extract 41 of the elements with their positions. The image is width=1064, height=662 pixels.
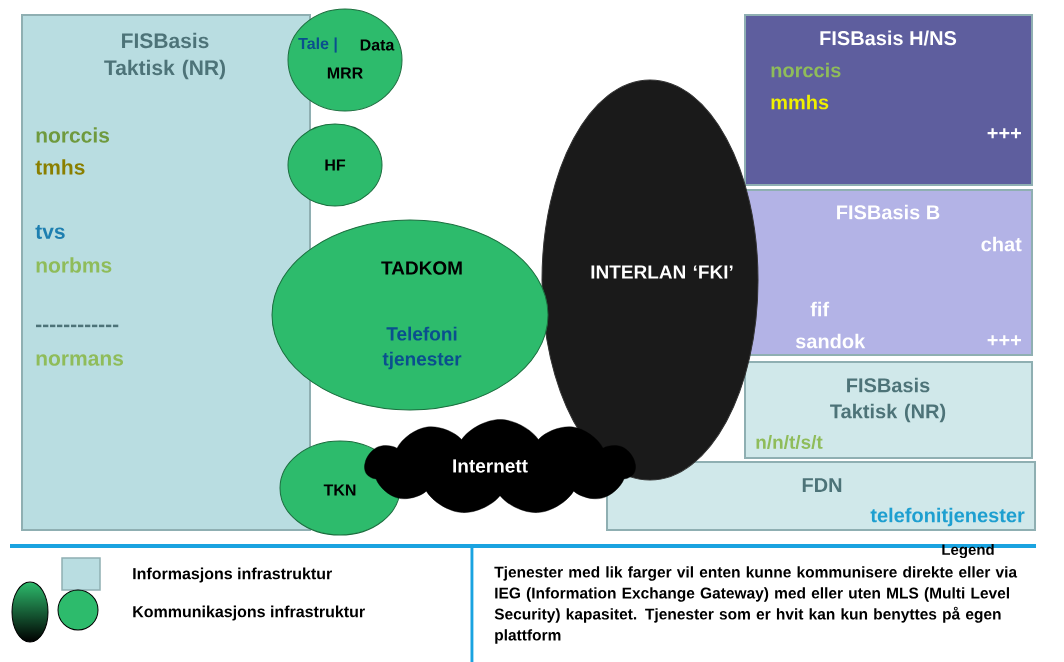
node-label: FISBasis Taktisk (NR) — [830, 377, 946, 423]
node-label: FISBasis B — [837, 204, 940, 220]
cloud — [364, 419, 636, 513]
node-label: TKN — [323, 484, 356, 496]
node-label: mmhs — [771, 94, 829, 110]
node-label: Data — [360, 39, 395, 51]
oval — [271, 219, 549, 411]
panel — [744, 14, 1033, 186]
panel — [606, 461, 1036, 531]
node-label: Telefoni tjenester — [382, 326, 462, 370]
node-label: FISBasis H/NS — [820, 30, 957, 46]
node-label: +++ — [987, 128, 1021, 139]
node-label: n/n/t/s/t — [756, 434, 823, 450]
node-label: Tale | — [298, 37, 337, 53]
legend-text: Kommunikasjons infrastruktur — [133, 605, 365, 621]
node-label: chat — [981, 236, 1022, 252]
legend-text: Informasjons infrastruktur — [133, 567, 332, 583]
node-label: tvs — [35, 225, 65, 239]
node-label: FDN — [802, 478, 842, 492]
node-label: MRR — [327, 67, 363, 79]
node-label: TADKOM — [381, 261, 462, 275]
circle — [287, 123, 383, 207]
panel — [744, 189, 1033, 356]
node-label: FISBasis Taktisk (NR) — [104, 32, 225, 80]
node-label: sandok — [795, 333, 866, 349]
node-label: +++ — [987, 335, 1021, 346]
node-label: tmhs — [35, 159, 85, 175]
node-label: Internett — [453, 459, 528, 473]
node-label: telefonitjenester — [870, 507, 1025, 527]
panel — [744, 361, 1033, 459]
node-label: norccis — [36, 127, 110, 143]
node-label: ------------ — [36, 324, 119, 328]
node-label: norccis — [771, 62, 841, 78]
node-label: INTERLAN ‘FKI’ — [591, 265, 733, 279]
legend-title: Legend — [942, 544, 994, 559]
node-label: fif — [810, 301, 830, 317]
node-label: normans — [36, 354, 124, 366]
node-label: HF — [325, 159, 346, 171]
note-text: Tjenester med lik farger vil enten kunne kommunisere direkte eller via IEG (Information Exchange Gateway) med eller uten MLS (Multi Level Security) kapasitet. Tjenester som er hvit kan kun benyttes på egen plattform — [494, 566, 1018, 644]
circle — [287, 8, 403, 112]
node-label: norbms — [36, 257, 112, 273]
